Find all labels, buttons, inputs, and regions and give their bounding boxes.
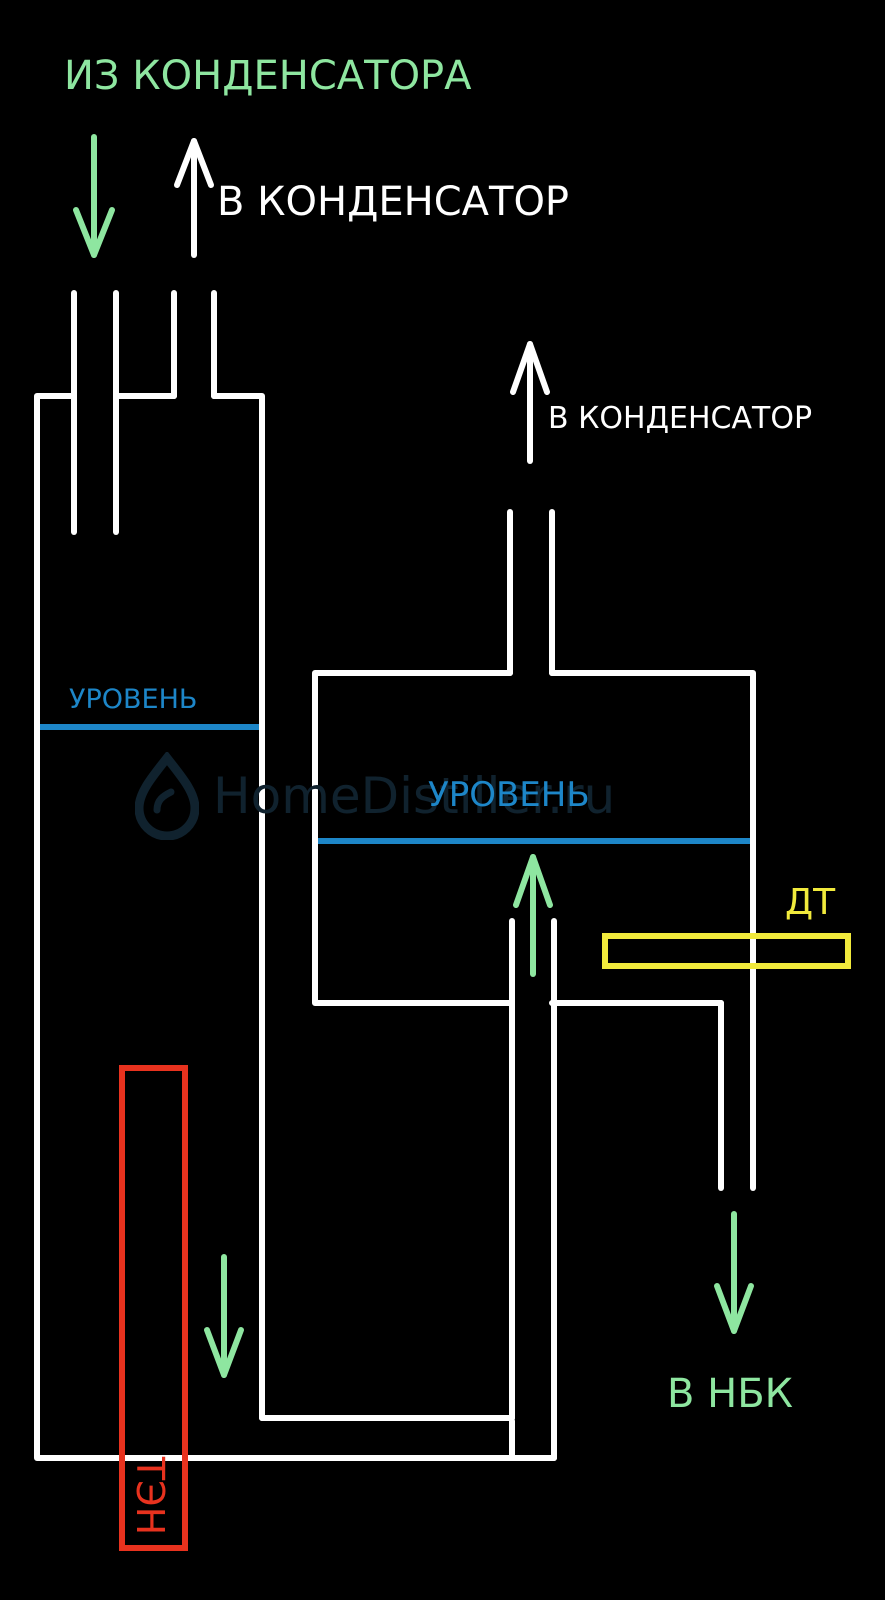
label-from-condenser: ИЗ КОНДЕНСАТОРА <box>64 53 472 99</box>
label-heater: ТЭН <box>128 1456 172 1536</box>
watermark: HomeDistiller.ru <box>135 748 615 844</box>
label-level-left: УРОВЕНЬ <box>69 684 198 715</box>
flow-arrows <box>73 134 754 1378</box>
outlet-up-arrow-right <box>510 341 550 464</box>
left-column-vessel <box>34 290 265 1461</box>
column-down-arrow <box>204 1254 244 1378</box>
label-level-right: УРОВЕНЬ <box>428 775 590 815</box>
watermark-text: HomeDistiller.ru <box>213 767 616 825</box>
inlet-down-arrow <box>73 134 115 258</box>
bottom-connector-pipe <box>259 1415 557 1461</box>
outlet-up-arrow-top <box>174 138 214 258</box>
label-temperature-sensor: ДТ <box>785 882 836 923</box>
right-separator-vessel <box>259 509 756 1461</box>
drain-down-arrow <box>714 1211 754 1334</box>
riser-up-arrow <box>513 854 553 977</box>
label-to-nbk: В НБК <box>667 1371 794 1417</box>
label-to-condenser-top: В КОНДЕНСАТОР <box>217 179 570 225</box>
label-to-condenser-right: В КОНДЕНСАТОР <box>548 401 813 436</box>
right-vessel-outline <box>312 670 756 1006</box>
heater-element <box>119 1065 188 1551</box>
drop-icon <box>135 752 199 840</box>
temperature-sensor <box>602 933 851 969</box>
left-vessel-outline <box>34 393 265 1461</box>
